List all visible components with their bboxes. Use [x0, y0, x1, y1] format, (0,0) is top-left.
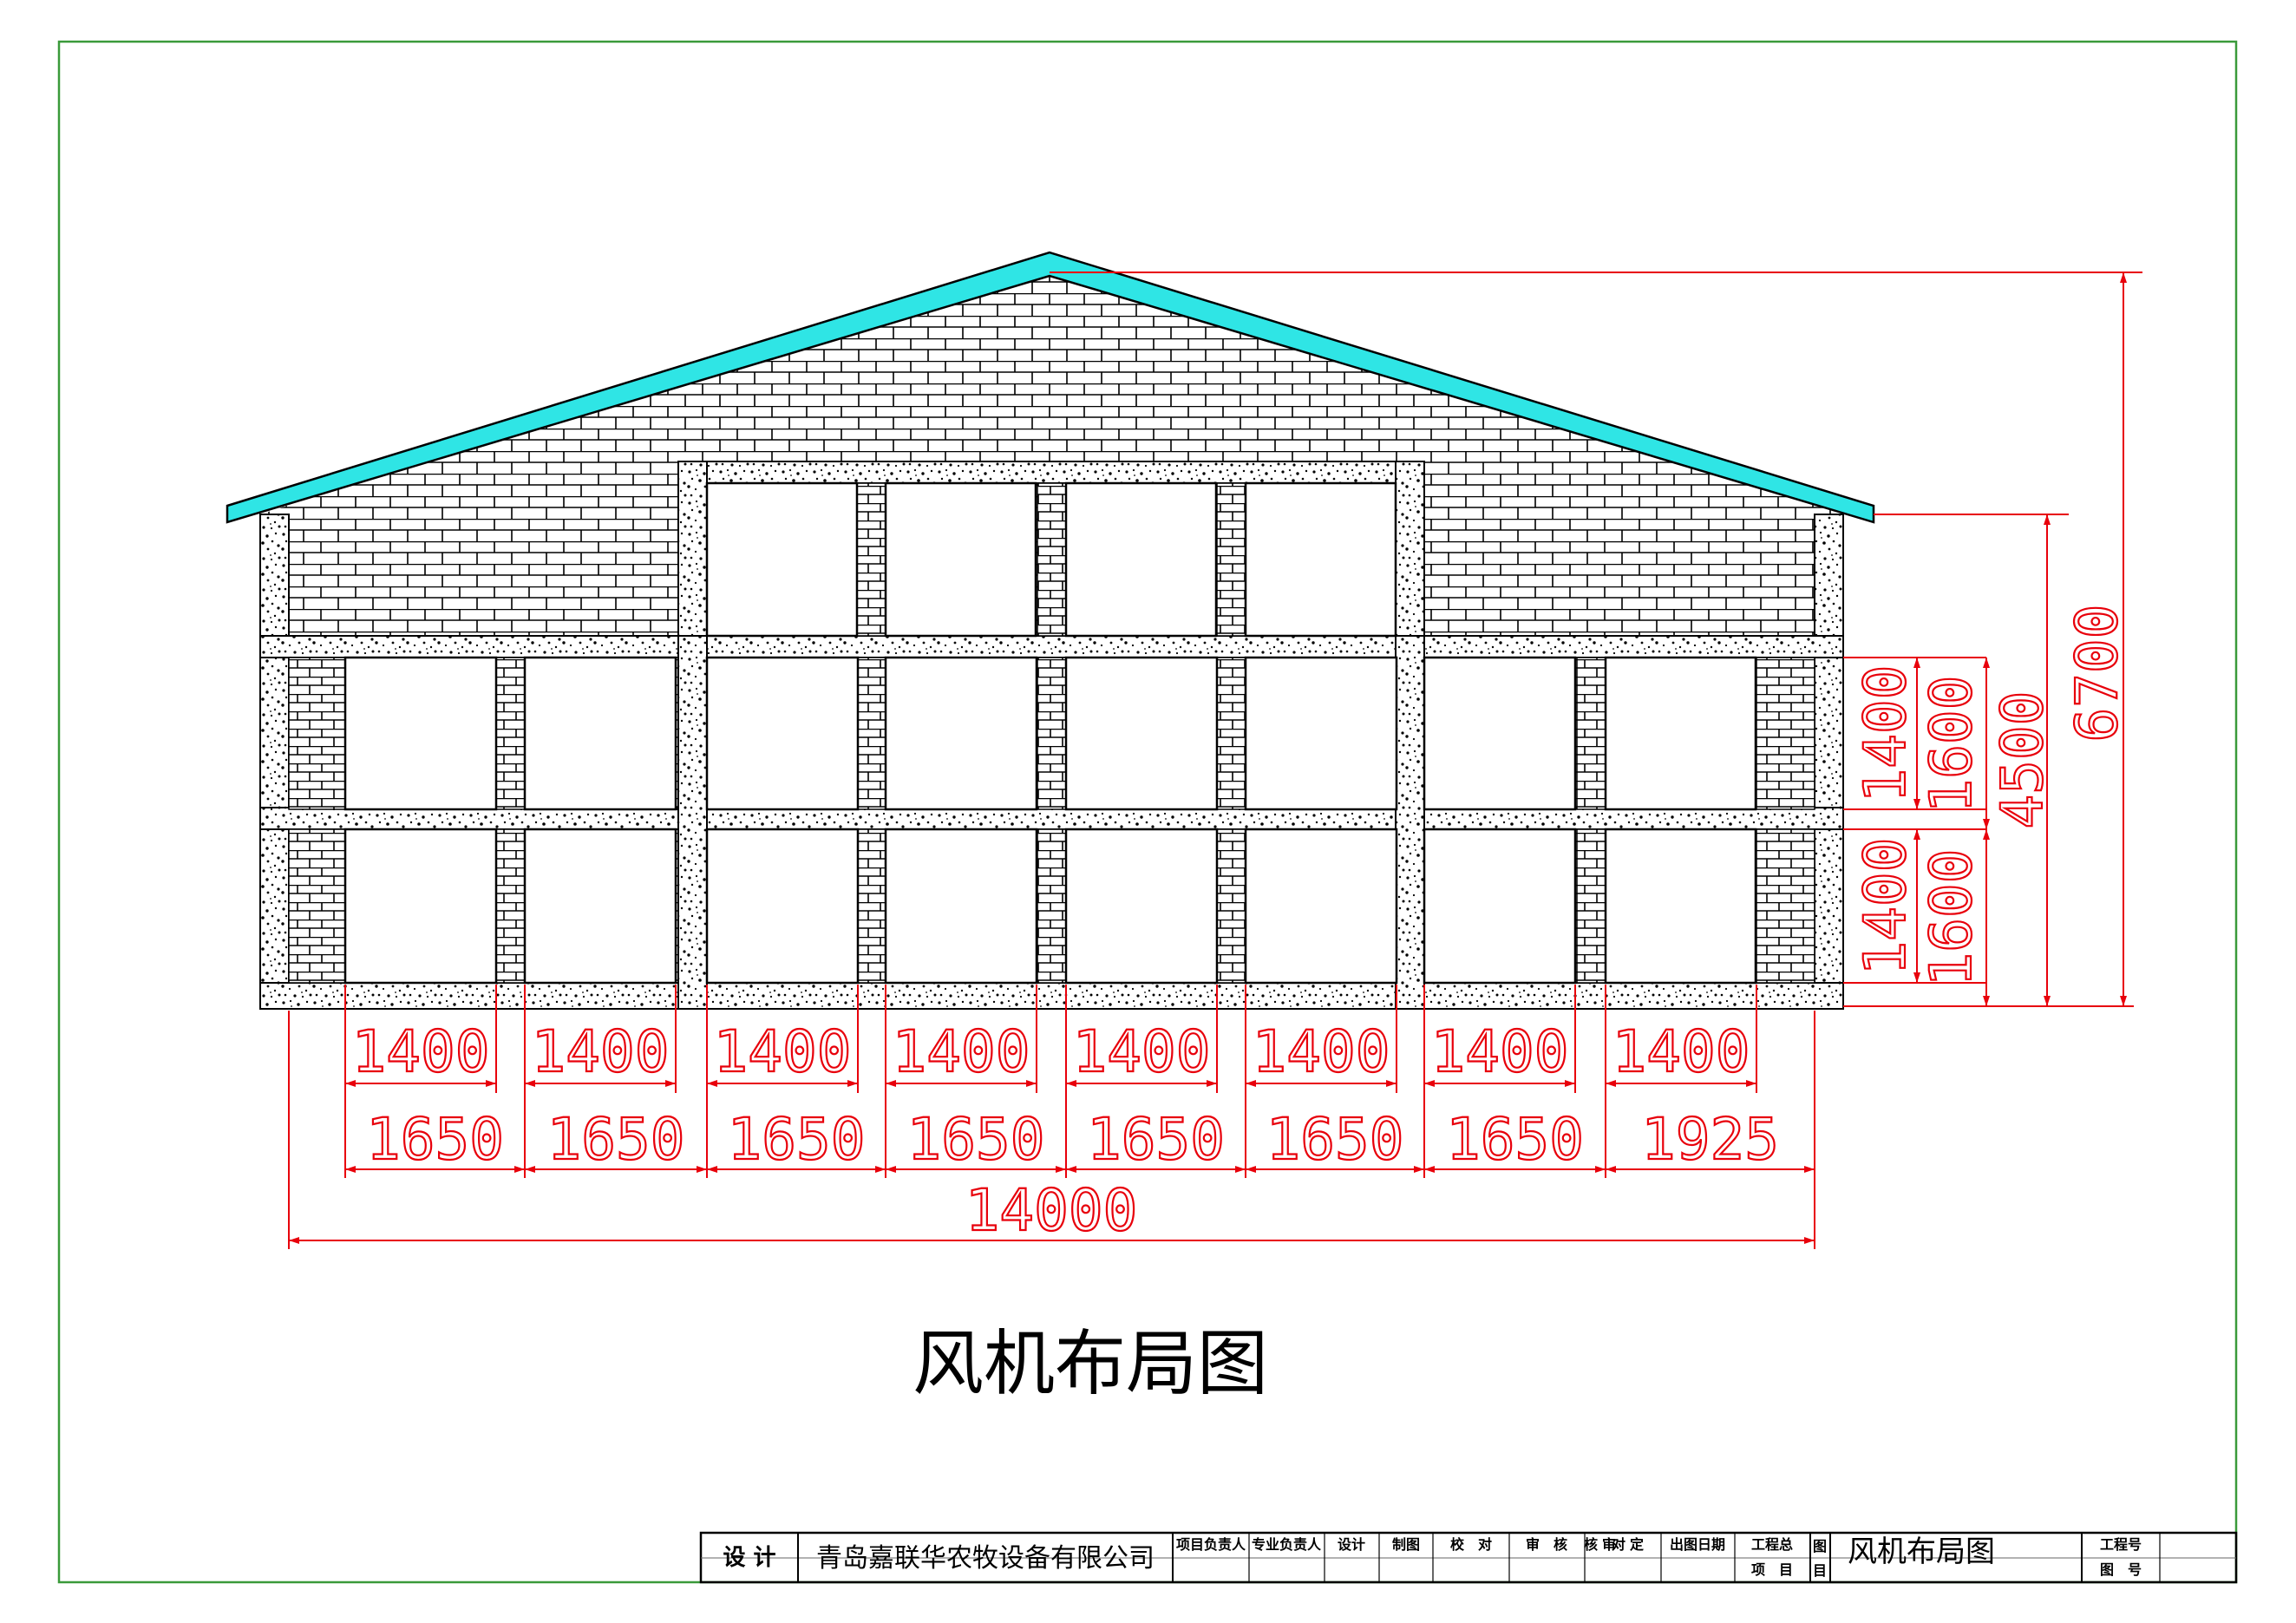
- tb-drawing-label-2: 目: [1813, 1562, 1827, 1579]
- dimension-label: 1400: [1852, 838, 1919, 976]
- fan-opening: [705, 481, 859, 638]
- fan-openings: [343, 481, 1757, 985]
- tb-reviewer: 审 核: [1526, 1536, 1567, 1553]
- tb-company: 青岛嘉联华农牧设备有限公司: [816, 1543, 1155, 1574]
- fan-opening: [1064, 656, 1219, 811]
- fan-opening: [705, 828, 860, 985]
- dimension-label: 1650: [728, 1106, 866, 1173]
- tb-discipline-lead: 专业负责人: [1252, 1536, 1322, 1553]
- roof: [226, 251, 1875, 524]
- tb-issue-date: 出图日期: [1670, 1536, 1725, 1553]
- fan-opening: [884, 656, 1038, 811]
- dimension-label: 1650: [1266, 1106, 1404, 1173]
- tb-drafter: 制图: [1392, 1536, 1420, 1553]
- fan-opening: [343, 656, 498, 811]
- bottom-dimensions: 1400 1400 1400 1400 1400 1400 1400 1400 1650 1650…: [288, 985, 1815, 1249]
- fan-opening: [343, 828, 498, 985]
- dimension-label: 4500: [1989, 691, 2056, 829]
- fan-opening: [1423, 656, 1577, 811]
- fan-opening: [1604, 828, 1757, 985]
- tb-drawing-label-1: 图: [1813, 1538, 1827, 1554]
- dimension-label: 1600: [1918, 676, 1985, 814]
- fan-opening: [1064, 828, 1219, 985]
- dimension-label: 1400: [1073, 1018, 1211, 1085]
- dimension-label: 1400: [1253, 1018, 1390, 1085]
- tb-approver: 审 定: [1602, 1536, 1644, 1553]
- tb-checker: 校 对: [1450, 1536, 1492, 1553]
- tb-drawing-name: 风机布局图: [1848, 1535, 1995, 1569]
- fan-opening: [1423, 828, 1577, 985]
- dimension-label: 1925: [1641, 1106, 1779, 1173]
- dimension-label: 1650: [1446, 1106, 1584, 1173]
- fan-opening: [884, 828, 1038, 985]
- tb-sheet-no: 图 号: [2100, 1561, 2142, 1578]
- dimension-label: 14000: [965, 1177, 1138, 1244]
- tb-verifier: 核 对: [1584, 1536, 1626, 1553]
- dimension-label: 6700: [2064, 605, 2130, 743]
- fan-opening: [1244, 656, 1398, 811]
- dimension-label: 1650: [366, 1106, 504, 1173]
- dimension-label: 1400: [352, 1018, 490, 1085]
- title-block-text: 设 计 青岛嘉联华农牧设备有限公司 项目负责人 专业负责人 设计 制图 校 对 …: [723, 1535, 2142, 1579]
- dimension-label: 1400: [1852, 665, 1919, 803]
- dimension-label: 1400: [1612, 1018, 1750, 1085]
- drawing-title: 风机布局图: [913, 1323, 1268, 1405]
- tb-project-total: 工程总: [1751, 1536, 1793, 1553]
- dimension-label: 1400: [714, 1018, 852, 1085]
- fan-opening: [523, 656, 677, 811]
- tb-project-item: 项 目: [1751, 1561, 1793, 1578]
- dimension-label: 1400: [1431, 1018, 1569, 1085]
- fan-opening: [1244, 481, 1397, 638]
- fan-opening: [1064, 481, 1218, 638]
- dimension-label: 1400: [893, 1018, 1030, 1085]
- fan-opening: [705, 656, 860, 811]
- fan-opening: [1604, 656, 1757, 811]
- fan-opening: [884, 481, 1037, 638]
- tb-project-lead: 项目负责人: [1176, 1536, 1246, 1553]
- title-block: [699, 1531, 2238, 1584]
- dimension-label: 1650: [907, 1106, 1045, 1173]
- tb-design-label: 设 计: [723, 1545, 775, 1571]
- fan-opening: [523, 828, 677, 985]
- dimension-label: 1400: [532, 1018, 670, 1085]
- tb-job-no: 工程号: [2100, 1536, 2142, 1553]
- dimension-label: 1650: [547, 1106, 685, 1173]
- dimension-label: 1600: [1918, 849, 1985, 987]
- tb-designer: 设计: [1338, 1536, 1365, 1553]
- dimension-label: 1650: [1087, 1106, 1225, 1173]
- fan-opening: [1244, 828, 1398, 985]
